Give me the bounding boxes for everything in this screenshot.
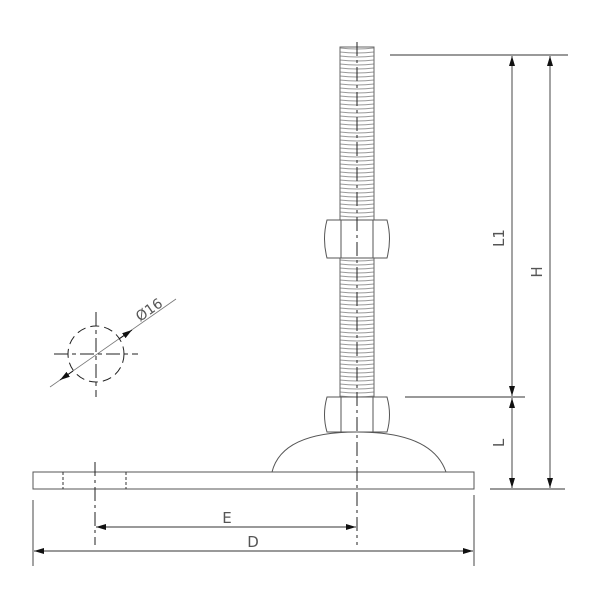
lower-nut [324,396,390,433]
thread-line [339,283,375,286]
thread-line [339,363,375,366]
diameter-label: Ø16 [133,296,166,326]
thread-line [339,111,375,114]
thread-line [339,339,375,342]
dimension-label-E: E [222,509,231,527]
upper-nut [324,219,390,259]
thread-line [339,55,375,58]
dimension-label-L1: L1 [490,229,508,247]
thread-line [339,163,375,166]
thread-line [339,115,375,118]
thread-line [339,207,375,210]
thread-line [339,263,375,266]
thread-line [339,187,375,190]
thread-line [339,331,375,334]
hole-detail [49,298,177,397]
thread-line [339,183,375,186]
thread-line [339,211,375,214]
thread-line [339,107,375,110]
dimension-lines [32,54,568,566]
thread-line [339,311,375,314]
thread-line [339,63,375,66]
thread-line [339,179,375,182]
dimension-label-D: D [247,533,259,551]
thread-line [339,315,375,318]
thread-line [339,139,375,142]
thread-line [339,155,375,158]
thread-line [339,287,375,290]
thread-line [339,387,375,390]
thread-line [339,131,375,134]
thread-line [339,379,375,382]
thread-line [339,355,375,358]
dimension-label-L: L [490,438,508,447]
dimension-label-H: H [528,266,546,277]
thread-line [339,307,375,310]
base-plate [32,471,475,490]
thread-line [339,215,375,218]
thread-line [339,87,375,90]
thread-line [339,383,375,386]
base-dome [271,431,447,473]
thread-line [339,83,375,86]
